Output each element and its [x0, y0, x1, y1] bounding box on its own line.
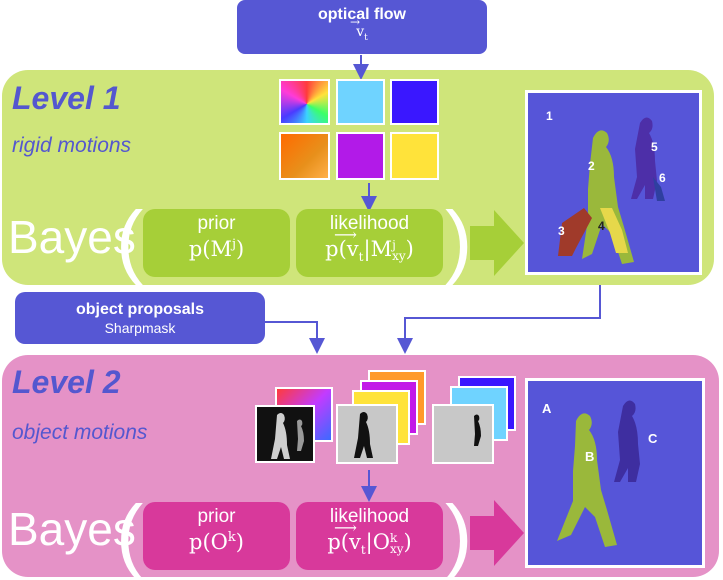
level2-segmentation-image: A B C [525, 378, 705, 568]
arrow-proposals-to-level2 [265, 321, 325, 354]
lik1-sup: j [392, 237, 396, 252]
lik1-end: ) [405, 237, 414, 261]
segment-number-3: 3 [558, 224, 565, 238]
object-proposals-box: object proposals Sharpmask [15, 292, 265, 344]
level1-prior-card: prior p(Mj) [143, 209, 290, 277]
optical-flow-formula: → vt [237, 15, 487, 43]
prior1-end: ) [235, 237, 245, 261]
prior2-sup: k [227, 530, 236, 545]
flow-tile-yellow [390, 132, 439, 180]
lik2-sup: k [389, 530, 398, 545]
lik1-bar: |M [363, 237, 393, 261]
lik1-vsub: t [358, 250, 364, 265]
prior1-sup: j [231, 237, 236, 252]
level2-subtitle: object motions [12, 421, 148, 444]
walker-mask-1 [271, 413, 304, 459]
proposal-mask-3 [432, 404, 494, 464]
level1-silhouettes [558, 117, 665, 264]
flow-tile-wheel [279, 79, 330, 125]
lik2-bar: |O [365, 530, 390, 554]
level1-big-arrow [470, 210, 524, 276]
flow-tile-purple [336, 132, 385, 180]
level2-bayes: Bayes [8, 503, 136, 555]
level2-left-paren: ( [116, 489, 144, 580]
proposal-mask-2 [336, 404, 398, 464]
arrow-level1-to-level2 [397, 285, 601, 354]
segment-number-6: 6 [659, 171, 666, 185]
v-subscript: t [364, 32, 368, 43]
proposal-mask-1 [255, 405, 315, 463]
walker-mask-2 [354, 412, 373, 458]
segment-label-c: C [648, 431, 658, 446]
segment-number-1: 1 [546, 109, 553, 123]
level2-likelihood-label: likelihood [329, 506, 410, 527]
flow-tile-cyan [336, 79, 385, 125]
segment-label-a: A [542, 401, 552, 416]
level1-title: Level 1 [12, 80, 121, 116]
optical-flow-title: optical flow [318, 6, 406, 23]
level2-right-paren: ) [445, 489, 473, 580]
level1-left-paren: ( [116, 195, 144, 286]
level1-right-paren: ) [445, 195, 473, 286]
level2-prior-card: prior p(Ok) [143, 502, 290, 570]
prior2-base: p(O [189, 530, 228, 554]
level2-title: Level 2 [12, 364, 121, 400]
object-proposals-subtitle: Sharpmask [104, 320, 176, 336]
level2-prior-label: prior [197, 506, 236, 527]
optical-flow-box: optical flow → vt [237, 0, 487, 54]
lik1-base: p(v [325, 237, 359, 261]
lik1-sub: xy [392, 248, 406, 263]
lik2-vsub: t [360, 543, 366, 558]
object-proposals-title: object proposals [75, 301, 205, 318]
segment-number-5: 5 [651, 140, 658, 154]
level1-prior-formula: p(Mj) [143, 237, 290, 261]
segment-number-4: 4 [598, 219, 605, 233]
walker-mask-3 [474, 414, 481, 446]
lik2-sub: xy [389, 541, 404, 556]
prior2-end: ) [235, 530, 244, 554]
prior1-base: p(M [188, 237, 232, 261]
lik2-end: ) [403, 530, 412, 554]
segment-number-2: 2 [588, 159, 595, 173]
segment-label-b: B [585, 449, 595, 464]
vector-arrow-icon: ⟶ [334, 225, 357, 244]
vector-arrow-icon: ⟶ [334, 518, 357, 537]
lik2-base: p(v [327, 530, 361, 554]
level1-segmentation-image: 1 2 3 4 5 6 [525, 90, 702, 275]
level1-prior-label: prior [197, 213, 236, 234]
flow-tile-orange [279, 132, 330, 180]
vector-arrow-icon: → [350, 15, 361, 29]
v-symbol: v [356, 24, 365, 40]
level2-silhouettes [557, 400, 640, 547]
level1-likelihood-label: likelihood [329, 213, 410, 234]
level1-subtitle: rigid motions [12, 134, 132, 157]
level2-big-arrow [470, 500, 524, 566]
level2-prior-formula: p(Ok) [143, 530, 290, 554]
flow-tile-blue [390, 79, 439, 125]
level1-bayes: Bayes [8, 211, 136, 263]
